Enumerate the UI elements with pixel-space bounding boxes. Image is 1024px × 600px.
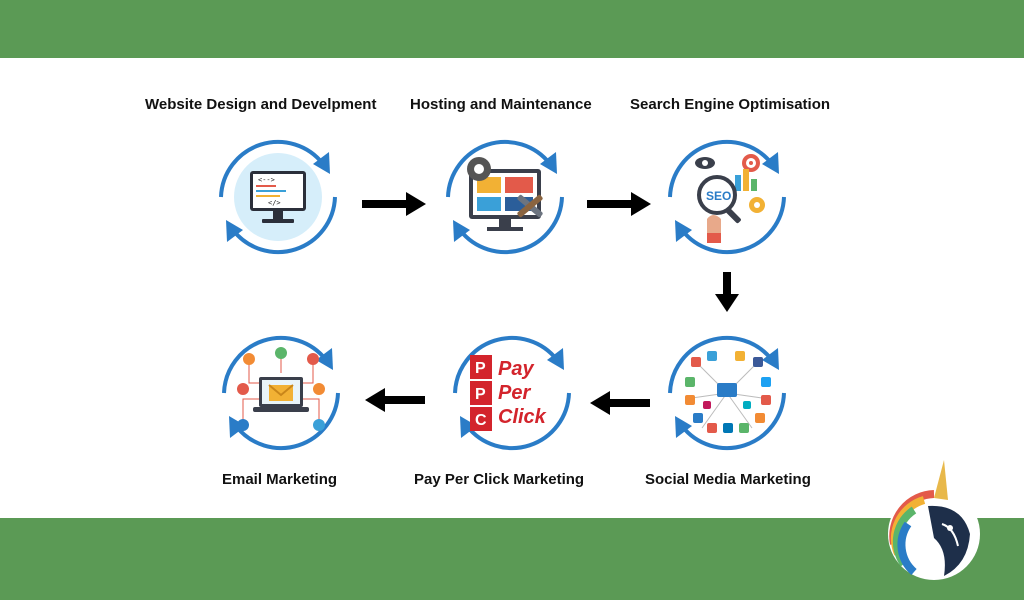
ppc-word-pay: Pay <box>498 358 534 380</box>
step-node-social-media <box>652 318 802 468</box>
cycle-ring-icon <box>219 140 337 254</box>
flow-arrow-left-icon <box>590 391 650 415</box>
step-label-seo: Search Engine Optimisation <box>630 96 831 113</box>
ppc-word-click: Click <box>498 406 547 428</box>
code-open-text: <--> <box>258 176 275 184</box>
bottom-banner <box>0 518 1024 600</box>
code-close-text: </> <box>268 199 281 207</box>
seo-magnifier-icon: SEO <box>695 154 765 243</box>
step-label-email: Email Marketing <box>222 471 338 488</box>
email-laptop-icon <box>237 347 325 431</box>
flow-arrow-right-icon <box>587 192 651 216</box>
step-node-email <box>206 318 356 468</box>
step-label-hosting: Hosting and Maintenance <box>410 96 592 113</box>
monitor-code-icon: <--> </> <box>234 153 322 241</box>
flow-arrow-right-icon <box>362 192 426 216</box>
ppc-block-p2: P <box>475 386 486 403</box>
flow-arrow-left-icon <box>365 388 425 412</box>
top-banner <box>0 0 1024 58</box>
step-label-ppc: Pay Per Click Marketing <box>414 471 585 488</box>
ppc-block-p1: P <box>475 360 486 377</box>
ppc-word-per: Per <box>498 382 531 404</box>
unicorn-logo-icon <box>888 460 980 580</box>
seo-text: SEO <box>706 189 731 203</box>
step-label-website-design: Website Design and Develpment <box>145 96 377 113</box>
step-node-seo: SEO <box>652 122 802 272</box>
server-tools-icon <box>467 157 543 231</box>
ppc-blocks-icon: P P C Pay Per Click <box>470 355 547 431</box>
step-node-hosting <box>430 122 580 272</box>
step-node-ppc: P P C Pay Per Click <box>437 318 587 468</box>
flow-arrow-down-icon <box>715 272 739 312</box>
ppc-block-c: C <box>475 412 487 429</box>
social-network-icon <box>685 351 771 433</box>
cycle-ring-icon <box>446 140 564 254</box>
step-label-social-media: Social Media Marketing <box>645 471 811 488</box>
step-node-website-design: <--> </> <box>203 122 353 272</box>
cycle-ring-icon <box>668 336 786 450</box>
cycle-ring-icon <box>668 140 786 254</box>
diagram-canvas <box>0 58 1024 518</box>
cycle-ring-icon <box>453 336 571 450</box>
